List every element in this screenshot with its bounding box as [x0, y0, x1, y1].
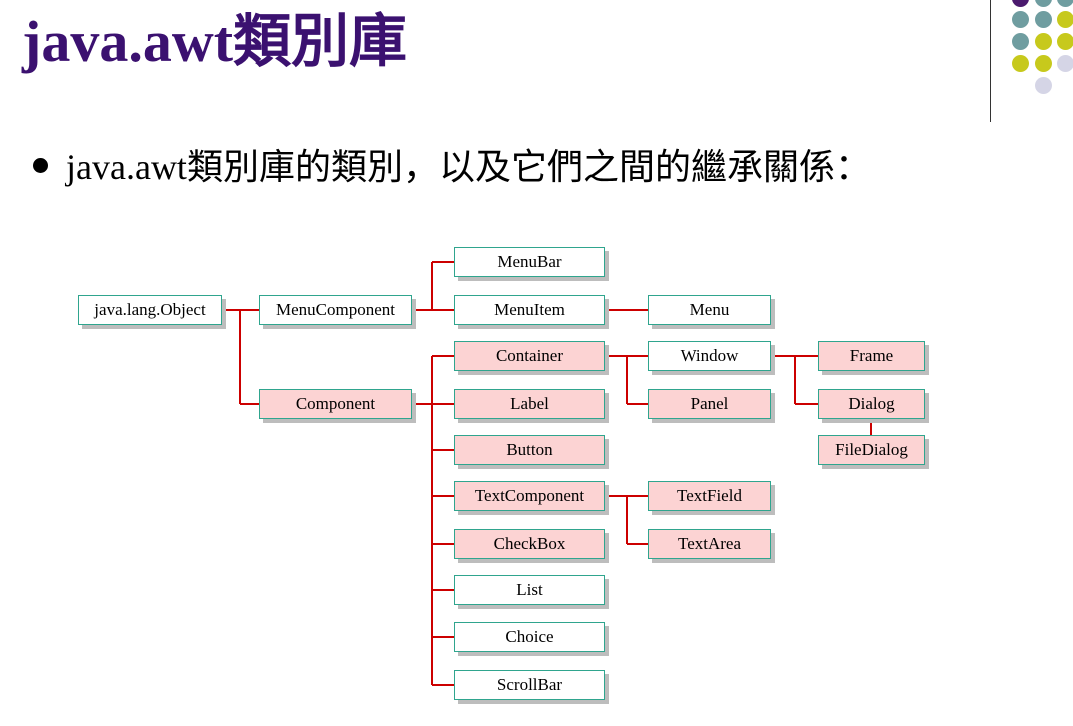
node-label: Label: [454, 389, 605, 419]
node-textfield: TextField: [648, 481, 771, 511]
node-textcomponent: TextComponent: [454, 481, 605, 511]
decor-dot: [1035, 77, 1052, 94]
bullet-text: java.awt類別庫的類別，以及它們之間的繼承關係：: [66, 147, 871, 187]
node-choice: Choice: [454, 622, 605, 652]
node-textarea: TextArea: [648, 529, 771, 559]
node-checkbox: CheckBox: [454, 529, 605, 559]
node-menubar: MenuBar: [454, 247, 605, 277]
decor-dot: [1012, 0, 1029, 7]
node-menuitem: MenuItem: [454, 295, 605, 325]
decor-dot: [1057, 11, 1073, 28]
node-container: Container: [454, 341, 605, 371]
decor-dot: [1012, 11, 1029, 28]
node-menucomponent: MenuComponent: [259, 295, 412, 325]
bullet-dot: [33, 158, 48, 173]
decor-dot: [1012, 33, 1029, 50]
node-button: Button: [454, 435, 605, 465]
decor-dot: [1057, 0, 1073, 7]
node-scrollbar: ScrollBar: [454, 670, 605, 700]
decor-dot: [1057, 55, 1073, 72]
node-panel: Panel: [648, 389, 771, 419]
decor-dot: [1057, 33, 1073, 50]
page-title: java.awt類別庫: [22, 9, 408, 74]
node-java-lang-object: java.lang.Object: [78, 295, 222, 325]
node-window: Window: [648, 341, 771, 371]
node-list: List: [454, 575, 605, 605]
decor-dot: [1035, 33, 1052, 50]
decor-dot: [1012, 55, 1029, 72]
node-frame: Frame: [818, 341, 925, 371]
decor-dot: [1035, 55, 1052, 72]
decor-dot: [1035, 0, 1052, 7]
node-filedialog: FileDialog: [818, 435, 925, 465]
decor-dot: [1035, 11, 1052, 28]
node-component: Component: [259, 389, 412, 419]
node-dialog: Dialog: [818, 389, 925, 419]
divider-line: [990, 0, 991, 122]
node-menu: Menu: [648, 295, 771, 325]
